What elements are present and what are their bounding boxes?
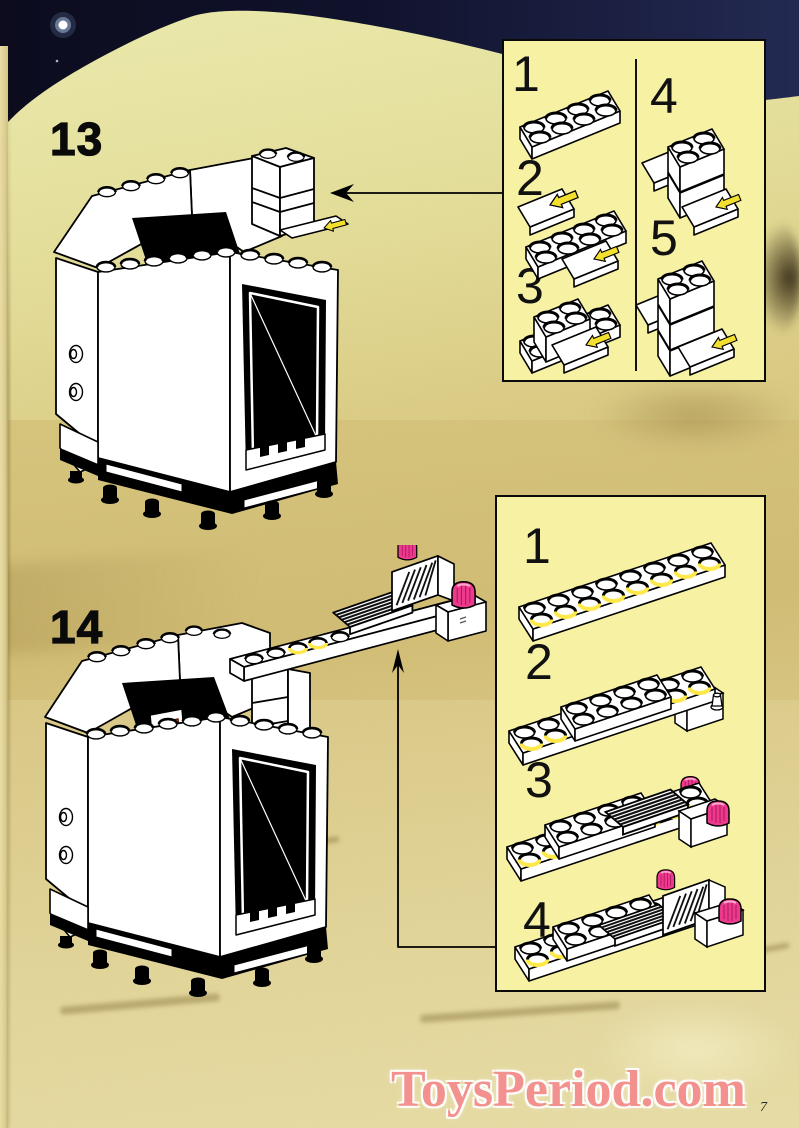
base bbox=[88, 923, 328, 979]
door-battlement bbox=[250, 900, 295, 922]
substep-5-label: 5 bbox=[650, 210, 678, 266]
front-wall bbox=[97, 251, 231, 493]
beacon-light-icon bbox=[450, 580, 477, 610]
beacon-light-icon bbox=[718, 898, 742, 925]
callout2-connector-line bbox=[397, 663, 497, 948]
substep-3-illustration bbox=[506, 281, 634, 374]
technic-pegs bbox=[68, 344, 84, 402]
top-opening bbox=[132, 212, 242, 266]
watermark: ToysPeriod.com bbox=[391, 1061, 746, 1118]
page-left-edge bbox=[0, 46, 8, 1128]
page-number: 7 bbox=[760, 1100, 767, 1115]
substep-3-illustration bbox=[501, 775, 730, 887]
dune-shadow bbox=[590, 380, 799, 450]
callout-divider bbox=[635, 59, 637, 371]
step-14-label: 14 bbox=[49, 601, 104, 653]
roller-feet bbox=[91, 943, 323, 997]
callout-box-step14: 1 2 3 4 bbox=[495, 495, 766, 992]
up-arrow-icon bbox=[392, 649, 404, 673]
roller-feet bbox=[101, 478, 333, 530]
substep-1-illustration bbox=[508, 81, 633, 173]
door-battlement bbox=[260, 435, 305, 457]
substep-2-label: 2 bbox=[525, 634, 553, 690]
callout-box-step13: 1 2 3 4 5 bbox=[502, 39, 766, 382]
small-star bbox=[55, 59, 59, 63]
callout1-connector-left-arrow-icon bbox=[330, 184, 504, 202]
substep-4-label: 4 bbox=[650, 68, 678, 124]
substep-2-label: 2 bbox=[516, 150, 544, 206]
base bbox=[98, 458, 338, 514]
doorway bbox=[242, 284, 326, 470]
top-brick-tower bbox=[251, 147, 315, 237]
substep-4-illustration bbox=[503, 868, 745, 983]
page-crease bbox=[7, 60, 10, 1128]
model-step-13-illustration bbox=[53, 147, 349, 530]
back-left-wall bbox=[53, 169, 193, 269]
substep-1-label: 1 bbox=[523, 518, 551, 574]
substep-1-label: 1 bbox=[512, 46, 540, 102]
beacon-light-icon bbox=[656, 868, 676, 891]
star bbox=[58, 20, 68, 30]
model-step-14-illustration bbox=[44, 545, 497, 997]
technic-pegs bbox=[58, 807, 74, 865]
sand-light-patch bbox=[590, 1000, 799, 1100]
back-left-wall bbox=[44, 634, 181, 734]
beacon-light-icon bbox=[706, 800, 730, 827]
antenna-cone bbox=[710, 692, 724, 711]
sensor-boom bbox=[229, 545, 487, 682]
grille-slope bbox=[391, 554, 439, 612]
substep-4-illustration bbox=[641, 105, 743, 236]
front-wall bbox=[87, 716, 221, 958]
substep-2-illustration bbox=[517, 186, 636, 288]
night-sky bbox=[0, 0, 799, 122]
doorway bbox=[232, 749, 316, 935]
substep-2-illustration bbox=[501, 647, 725, 775]
substep-1-illustration bbox=[503, 537, 755, 649]
step-13-label: 13 bbox=[49, 113, 104, 165]
substep-5-illustration bbox=[636, 245, 739, 377]
beacon-light-icon bbox=[397, 545, 418, 561]
